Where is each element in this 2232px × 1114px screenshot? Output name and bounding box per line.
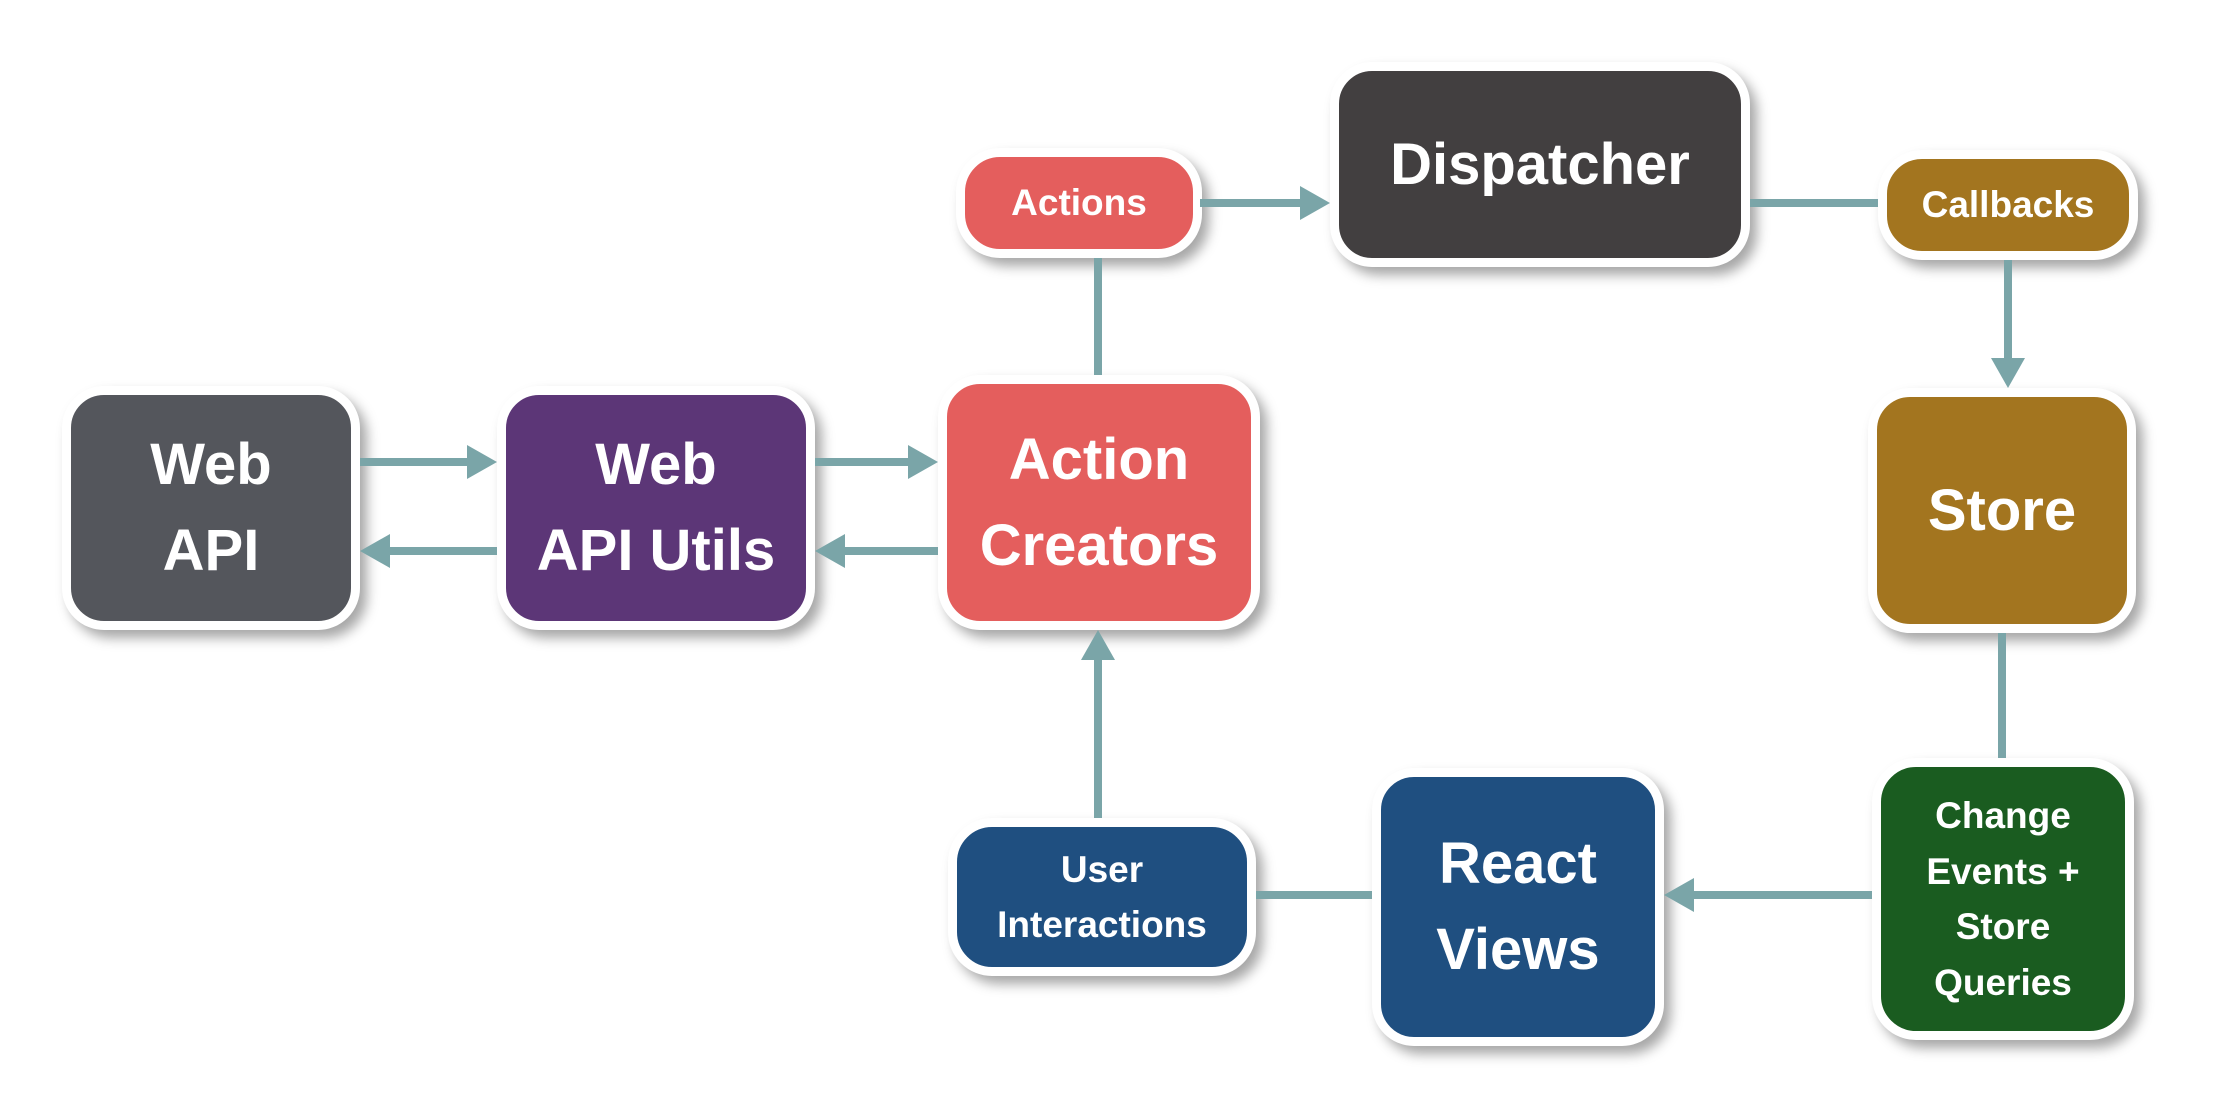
edge-dispatcher-to-callbacks-line — [1750, 199, 1878, 207]
edge-actions-to-dispatcher-line — [1200, 199, 1300, 207]
edge-callbacks-to-store-line — [2004, 260, 2012, 358]
edge-web-api-utils-to-action-creators-arrowhead-icon — [908, 445, 938, 479]
edge-user-interactions-to-action-creators-arrowhead-icon — [1081, 630, 1115, 660]
edge-web-api-to-web-api-utils-arrowhead-icon — [467, 445, 497, 479]
edge-change-events-to-react-views-line — [1694, 891, 1872, 899]
actions-label: Actions — [1011, 182, 1147, 224]
edge-react-views-to-user-interactions-line — [1256, 891, 1372, 899]
edge-user-interactions-to-action-creators-line — [1094, 660, 1102, 818]
edge-store-to-change-events-line — [1998, 633, 2006, 758]
edge-web-api-utils-to-web-api-line — [390, 547, 497, 555]
edge-action-creators-to-actions-line — [1094, 258, 1102, 375]
edge-action-creators-to-web-api-utils-line — [845, 547, 938, 555]
dispatcher-label: Dispatcher — [1390, 131, 1690, 197]
store-node: Store — [1868, 388, 2136, 633]
callbacks-label: Callbacks — [1921, 184, 2095, 226]
actions-node: Actions — [956, 148, 1202, 258]
edge-change-events-to-react-views-arrowhead-icon — [1664, 878, 1694, 912]
callbacks-node: Callbacks — [1878, 150, 2138, 260]
edge-web-api-utils-to-web-api-arrowhead-icon — [360, 534, 390, 568]
edge-web-api-utils-to-action-creators-line — [815, 458, 908, 466]
edge-web-api-to-web-api-utils-line — [360, 458, 467, 466]
store-label: Store — [1927, 477, 2077, 543]
edge-action-creators-to-web-api-utils-arrowhead-icon — [815, 534, 845, 568]
edge-callbacks-to-store-arrowhead-icon — [1991, 358, 2025, 388]
dispatcher-node: Dispatcher — [1330, 62, 1750, 267]
edge-actions-to-dispatcher-arrowhead-icon — [1300, 186, 1330, 220]
